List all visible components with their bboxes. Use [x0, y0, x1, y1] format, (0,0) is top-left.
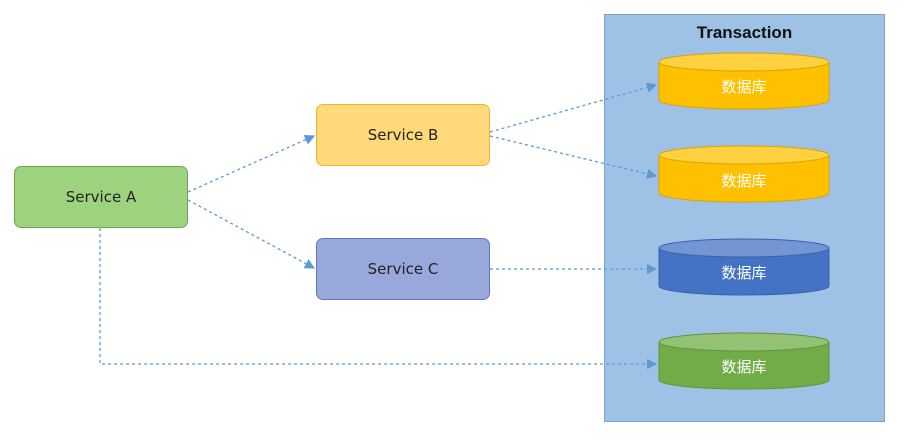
connector-a-to-b — [187, 134, 316, 193]
service-b-box: Service B — [316, 104, 490, 166]
service-c-box: Service C — [316, 238, 490, 300]
service-a-box: Service A — [14, 166, 188, 228]
watermark: https://blog.csdn.net/u013308490 — [714, 426, 907, 441]
database-2-cylinder — [658, 145, 830, 203]
database-4-body — [658, 341, 830, 390]
database-1-body — [658, 61, 830, 110]
database-3-label: 数据库 — [721, 264, 767, 282]
database-3-cylinder — [658, 238, 830, 296]
connectors — [99, 82, 658, 370]
connector-a-to-db4 — [99, 228, 658, 370]
connector-a-to-c — [187, 199, 316, 269]
database-1-top — [658, 52, 830, 72]
connector-b-to-db1 — [489, 82, 658, 133]
database-2-top — [658, 145, 830, 165]
database-4-label: 数据库 — [721, 358, 767, 376]
database-3-body — [658, 247, 830, 296]
database-2-body — [658, 154, 830, 203]
service-b-label: Service B — [367, 126, 439, 144]
database-3-top — [658, 238, 830, 258]
database-4-cylinder — [658, 332, 830, 390]
database-2-label: 数据库 — [721, 172, 767, 190]
service-c-label: Service C — [367, 260, 439, 278]
connector-b-to-db2 — [489, 135, 658, 179]
database-4-top — [658, 332, 830, 352]
database-1-label: 数据库 — [721, 78, 767, 96]
transaction-title: Transaction — [696, 23, 793, 42]
service-a-label: Service A — [65, 188, 137, 206]
databases — [658, 52, 830, 390]
database-1-cylinder — [658, 52, 830, 110]
